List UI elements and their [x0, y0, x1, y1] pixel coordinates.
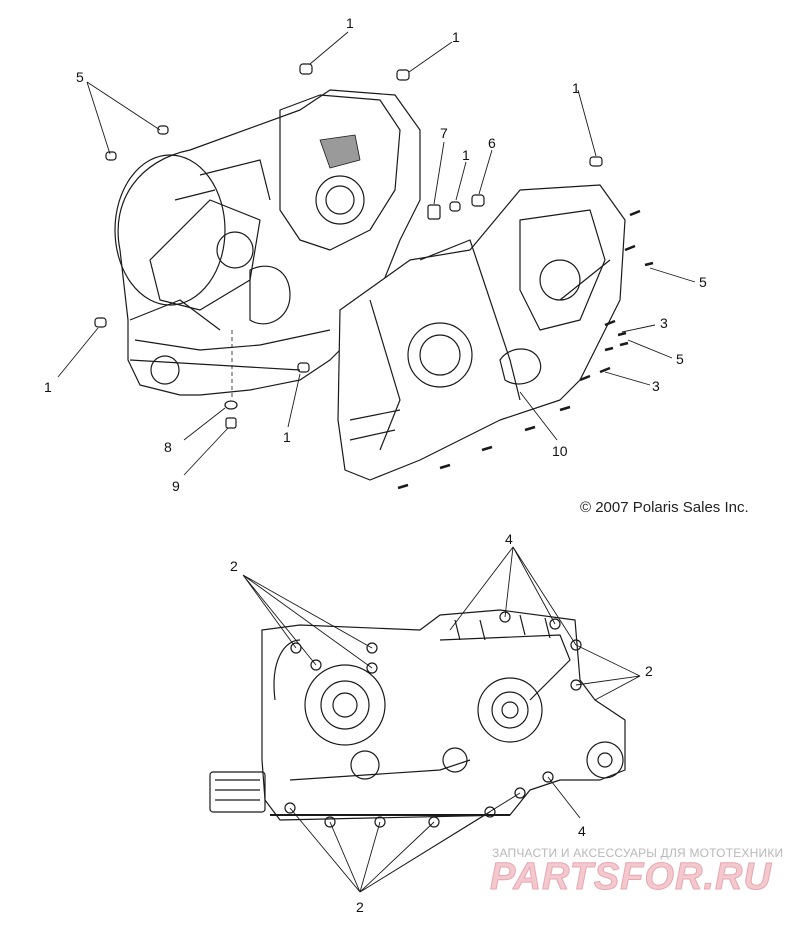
- cap-6: [471, 194, 485, 207]
- drain-plug-9: [225, 417, 237, 429]
- callout-1: 1: [462, 147, 470, 163]
- callout-2: 2: [230, 558, 238, 574]
- callout-5: 5: [676, 351, 684, 367]
- callout-1: 1: [44, 379, 52, 395]
- callout-10: 10: [552, 443, 568, 459]
- callout-7: 7: [440, 125, 448, 141]
- dowel-pin-5a: [157, 125, 169, 135]
- callout-4: 4: [578, 823, 586, 839]
- dowel-pin-1f: [297, 362, 310, 373]
- callout-5: 5: [76, 69, 84, 85]
- callout-3: 3: [660, 315, 668, 331]
- callout-2: 2: [356, 899, 364, 915]
- dowel-pin-1d: [449, 201, 461, 212]
- callout-3: 3: [652, 378, 660, 394]
- copyright-notice: © 2007 Polaris Sales Inc.: [580, 499, 749, 516]
- leader-lines: [57, 31, 696, 893]
- output-housing: [586, 741, 624, 779]
- callout-8: 8: [164, 439, 172, 455]
- oil-filter: [209, 771, 266, 813]
- dowel-pin-5b: [105, 151, 117, 161]
- bottom-view-bolts: [284, 611, 582, 828]
- dowel-pin-1a: [299, 63, 313, 75]
- callout-9: 9: [172, 478, 180, 494]
- assembled-crankcase-side-view: [209, 609, 626, 821]
- callout-2: 2: [645, 663, 653, 679]
- callout-1: 1: [452, 29, 460, 45]
- callout-1: 1: [346, 15, 354, 31]
- callout-5: 5: [699, 274, 707, 290]
- callout-4: 4: [505, 531, 513, 547]
- dowel-pin-1b: [396, 69, 410, 81]
- callout-labels: 1 1 5 1 7 1 6 5 3 5 3 1 1 8 9 10 2 4 2 4…: [44, 15, 707, 915]
- plug-7: [427, 204, 441, 220]
- dowel-pin-1c: [589, 156, 603, 167]
- watermark-tagline: ЗАПЧАСТИ И АКСЕССУАРЫ ДЛЯ МОТОТЕХНИКИ: [492, 846, 784, 860]
- callout-6: 6: [488, 135, 496, 151]
- washer-8: [224, 400, 238, 410]
- callout-1: 1: [283, 429, 291, 445]
- small-parts: [94, 63, 654, 490]
- watermark-brand: PARTSFOR.RU: [490, 856, 772, 899]
- dowel-pin-1e: [94, 317, 107, 328]
- callout-1: 1: [572, 80, 580, 96]
